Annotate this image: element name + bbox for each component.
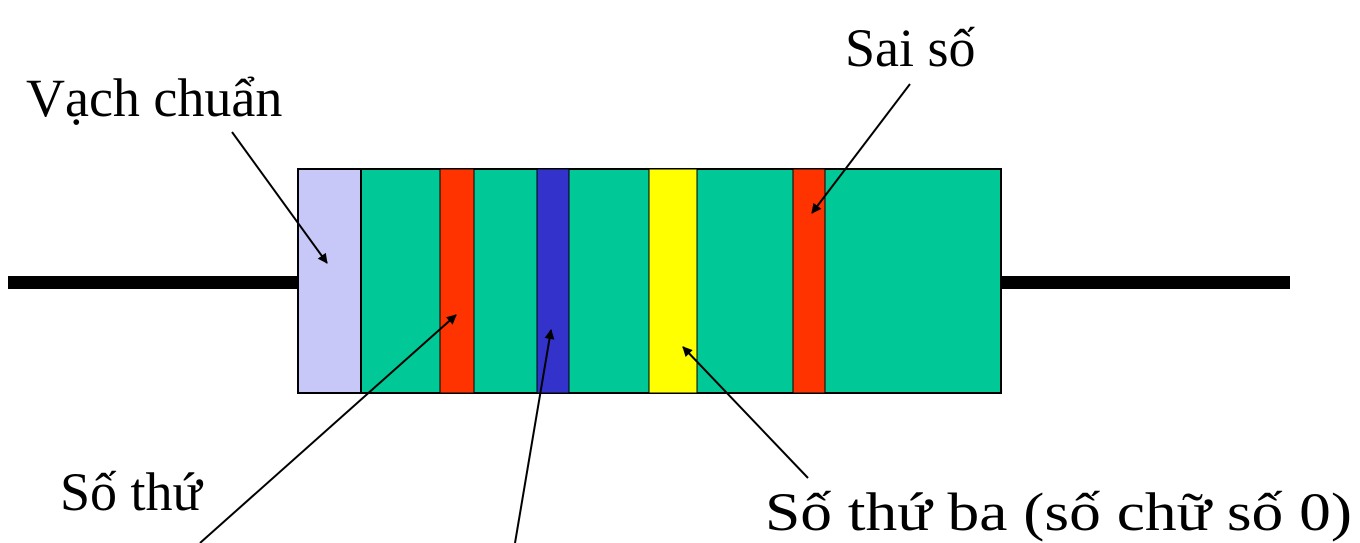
left-lead-wire [8, 276, 300, 289]
second-digit-arrow-icon [514, 329, 555, 543]
second-digit-band [536, 168, 570, 394]
tolerance-arrow-icon [811, 83, 911, 214]
tolerance-label: Sai số [845, 18, 976, 78]
reference-band-label: Vạch chuẩn [26, 68, 282, 128]
right-lead-wire [1000, 276, 1290, 289]
third-digit-arrow-icon [682, 346, 809, 479]
reference-band [297, 168, 362, 394]
first-digit-arrow-icon [199, 314, 457, 543]
reference-band-arrow-icon [231, 131, 328, 264]
first-digit-band [439, 168, 475, 394]
multiplier-band [648, 168, 698, 394]
third-digit-label: Số thứ ba (số chữ số 0) [765, 482, 1352, 542]
first-digit-label: Số thứ [60, 462, 204, 522]
